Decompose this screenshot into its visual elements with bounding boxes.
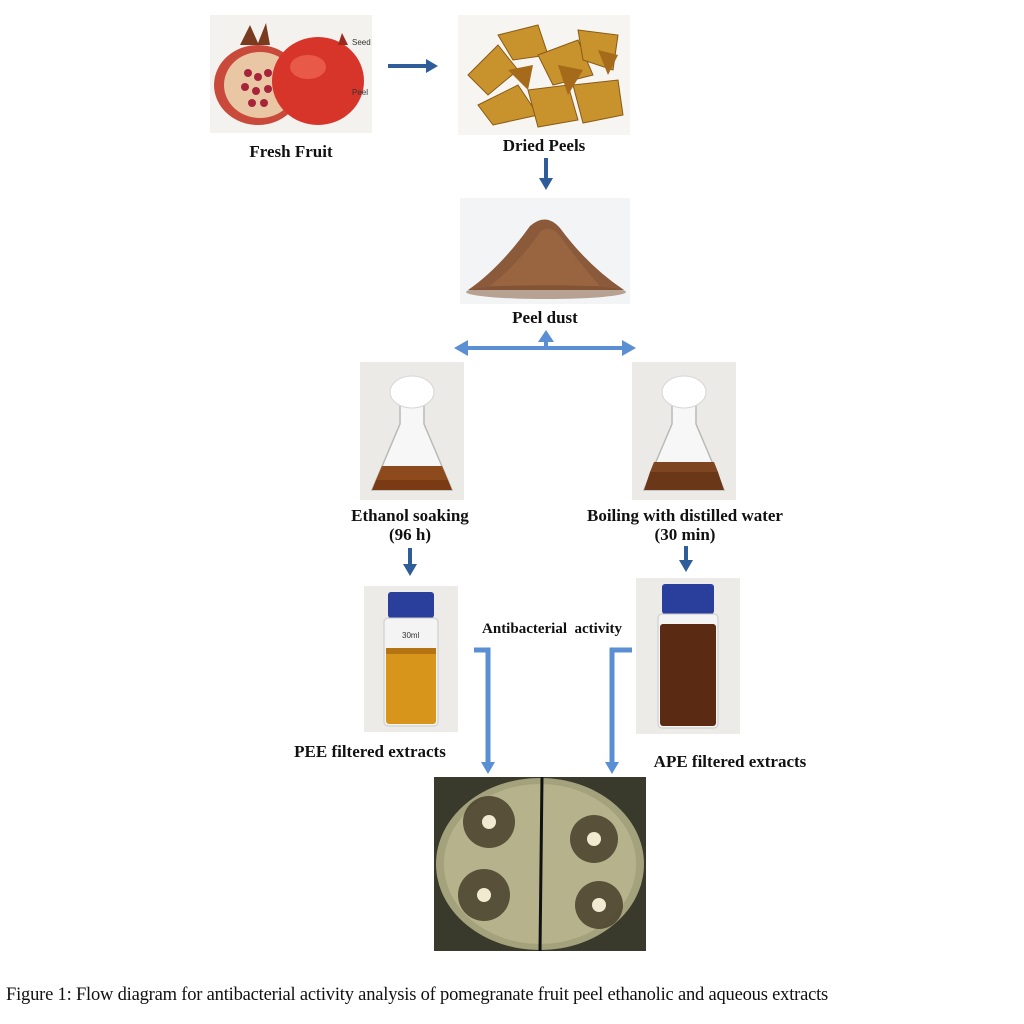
pee-extracts-label: PEE filtered extracts xyxy=(294,742,446,761)
arrow-split xyxy=(454,330,636,356)
arrow-ape-to-plate xyxy=(605,647,632,774)
dried-peels-label: Dried Peels xyxy=(502,136,586,155)
vial-volume-label: 30ml xyxy=(402,631,420,640)
pee-vial-photo: 30ml xyxy=(364,586,458,732)
peel-dust-photo xyxy=(460,198,630,304)
fresh-fruit-photo: Seed Peel xyxy=(210,15,372,133)
antibacterial-activity-label: Antibacterial activity xyxy=(482,621,622,637)
boiling-label: Boiling with distilled water (30 min) xyxy=(560,506,810,544)
boiling-label-line2: (30 min) xyxy=(654,525,716,544)
peel-label: Peel xyxy=(352,88,368,97)
ethanol-label-line1: Ethanol soaking xyxy=(351,506,469,525)
ethanol-flask-photo xyxy=(360,362,464,500)
seed-label: Seed xyxy=(352,38,371,47)
dried-peels-photo xyxy=(458,15,630,135)
petri-plate-photo xyxy=(434,777,646,951)
ape-extracts-label: APE filtered extracts xyxy=(653,752,807,771)
ethanol-soaking-label: Ethanol soaking (96 h) xyxy=(300,506,520,544)
water-flask-photo xyxy=(632,362,736,500)
fresh-fruit-label: Fresh Fruit xyxy=(249,142,333,161)
ape-vial-photo xyxy=(636,578,740,734)
arrow-pee-to-plate xyxy=(474,647,495,774)
boiling-label-line1: Boiling with distilled water xyxy=(587,506,783,525)
peel-dust-label: Peel dust xyxy=(512,308,578,327)
figure-caption: Figure 1: Flow diagram for antibacterial… xyxy=(6,985,829,1005)
ethanol-label-line2: (96 h) xyxy=(388,525,432,544)
